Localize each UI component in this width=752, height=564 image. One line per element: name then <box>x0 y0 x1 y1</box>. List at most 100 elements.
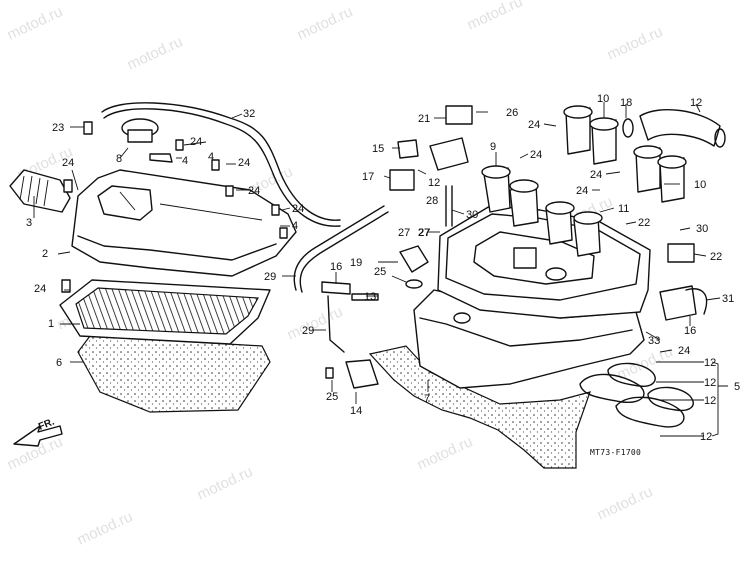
part-label: 27 <box>398 227 410 239</box>
part-label: 21 <box>418 113 430 125</box>
watermark: motod.ru <box>5 3 66 43</box>
part-labels: 23 24 3 8 32 24 4 24 24 24 4 2 24 1 6 29… <box>26 93 740 443</box>
part-15-bracket <box>429 137 469 171</box>
part-23-fitting <box>399 245 429 273</box>
part-20-valve <box>389 169 415 191</box>
part-label: 19 <box>350 257 362 269</box>
watermark: motod.ru <box>195 463 256 503</box>
bolt-group-left <box>61 121 288 293</box>
part-label: 23 <box>52 122 64 134</box>
part-label: 8 <box>116 153 122 165</box>
part-label: 15 <box>372 143 384 155</box>
part-label: 12 <box>690 97 702 109</box>
part-36-tube-inner <box>103 108 341 227</box>
part-label: 24 <box>528 119 540 131</box>
part-label: 26 <box>506 107 518 119</box>
part-label: 25 <box>326 391 338 403</box>
part-case-port <box>513 247 537 269</box>
part-case-hole <box>453 312 471 324</box>
part-label: 24 <box>34 283 46 295</box>
part-3-intake-rubber <box>9 169 71 213</box>
part-2-cover-box <box>97 185 153 221</box>
part-label: 12 <box>704 377 716 389</box>
part-label: 24 <box>678 345 690 357</box>
part-label: 24 <box>576 185 588 197</box>
part-label: 33 <box>648 335 660 347</box>
part-32-tube <box>293 205 385 291</box>
part-12-seals <box>579 362 694 428</box>
part-label: 29 <box>264 271 276 283</box>
drawing-code: MT73-F1700 <box>590 448 641 457</box>
part-label: 12 <box>704 395 716 407</box>
part-label: 27 <box>418 227 430 239</box>
part-1-element-mesh <box>75 287 259 335</box>
part-6-pad <box>77 335 271 413</box>
part-case-upper <box>437 205 651 319</box>
part-16-hose <box>639 109 721 147</box>
part-label: 10 <box>694 179 706 191</box>
part-3-ridges <box>19 175 49 207</box>
part-label: 2 <box>42 248 48 260</box>
part-label: 4 <box>182 155 188 167</box>
watermark: motod.ru <box>75 508 136 548</box>
part-label: 11 <box>618 203 629 215</box>
part-label: 14 <box>350 405 362 417</box>
part-label: 17 <box>362 171 374 183</box>
watermark: motod.ru <box>125 33 186 73</box>
part-22-sensor <box>445 105 473 125</box>
part-label: 3 <box>26 217 32 229</box>
part-case-hole <box>545 267 567 281</box>
part-label: 27 <box>418 227 430 239</box>
part-2-cover-edge <box>77 235 277 261</box>
part-label: 24 <box>190 136 202 148</box>
part-label: 22 <box>710 251 722 263</box>
watermark: motod.ru <box>415 433 476 473</box>
watermark: motod.ru <box>605 23 666 63</box>
part-32-tube-2 <box>299 211 389 293</box>
part-label: 30 <box>466 209 478 221</box>
part-17-clamp <box>714 128 726 148</box>
part-2-rib <box>119 191 136 211</box>
part-label: 22 <box>638 217 650 229</box>
part-label: 13 <box>364 291 376 303</box>
part-9-funnels <box>481 165 603 257</box>
part-33-tube <box>327 295 345 353</box>
part-13-pipe <box>351 293 379 301</box>
part-label: 30 <box>696 223 708 235</box>
part-31-tube <box>685 288 708 315</box>
part-label: 12 <box>704 357 716 369</box>
part-label: 10 <box>597 93 609 105</box>
part-19-cap <box>397 139 419 159</box>
part-label: 28 <box>426 195 438 207</box>
part-label: 7 <box>424 393 430 405</box>
watermark: motod.ru <box>465 0 526 34</box>
part-label: 24 <box>62 157 74 169</box>
watermark: motod.ru <box>285 303 346 343</box>
part-21-joint <box>321 281 351 295</box>
part-36-tube <box>101 102 341 221</box>
part-label: 27 <box>418 227 430 239</box>
part-label: 4 <box>208 151 214 163</box>
part-label: 27 <box>418 227 430 239</box>
part-label: 27 <box>418 227 430 239</box>
part-label: 5 <box>734 381 740 393</box>
part-2-cover <box>71 169 297 277</box>
part-label: 12 <box>700 431 712 443</box>
part-label: 24 <box>530 149 542 161</box>
part-label: 1 <box>48 318 54 330</box>
part-label: 31 <box>722 293 734 305</box>
leader-lines <box>33 102 728 437</box>
part-label: 16 <box>330 261 342 273</box>
front-direction-arrow: FR. <box>13 416 63 447</box>
part-28-bolt <box>325 367 334 379</box>
watermark: motod.ru <box>595 483 656 523</box>
part-label: 16 <box>684 325 696 337</box>
part-label: 27 <box>418 227 430 239</box>
watermark: motod.ru <box>295 3 356 43</box>
part-8-valve-body <box>127 129 153 143</box>
part-label: 24 <box>292 203 304 215</box>
part-case-lower-edge <box>419 317 633 347</box>
part-22-sensor <box>667 243 695 263</box>
part-label: 27 <box>418 227 430 239</box>
